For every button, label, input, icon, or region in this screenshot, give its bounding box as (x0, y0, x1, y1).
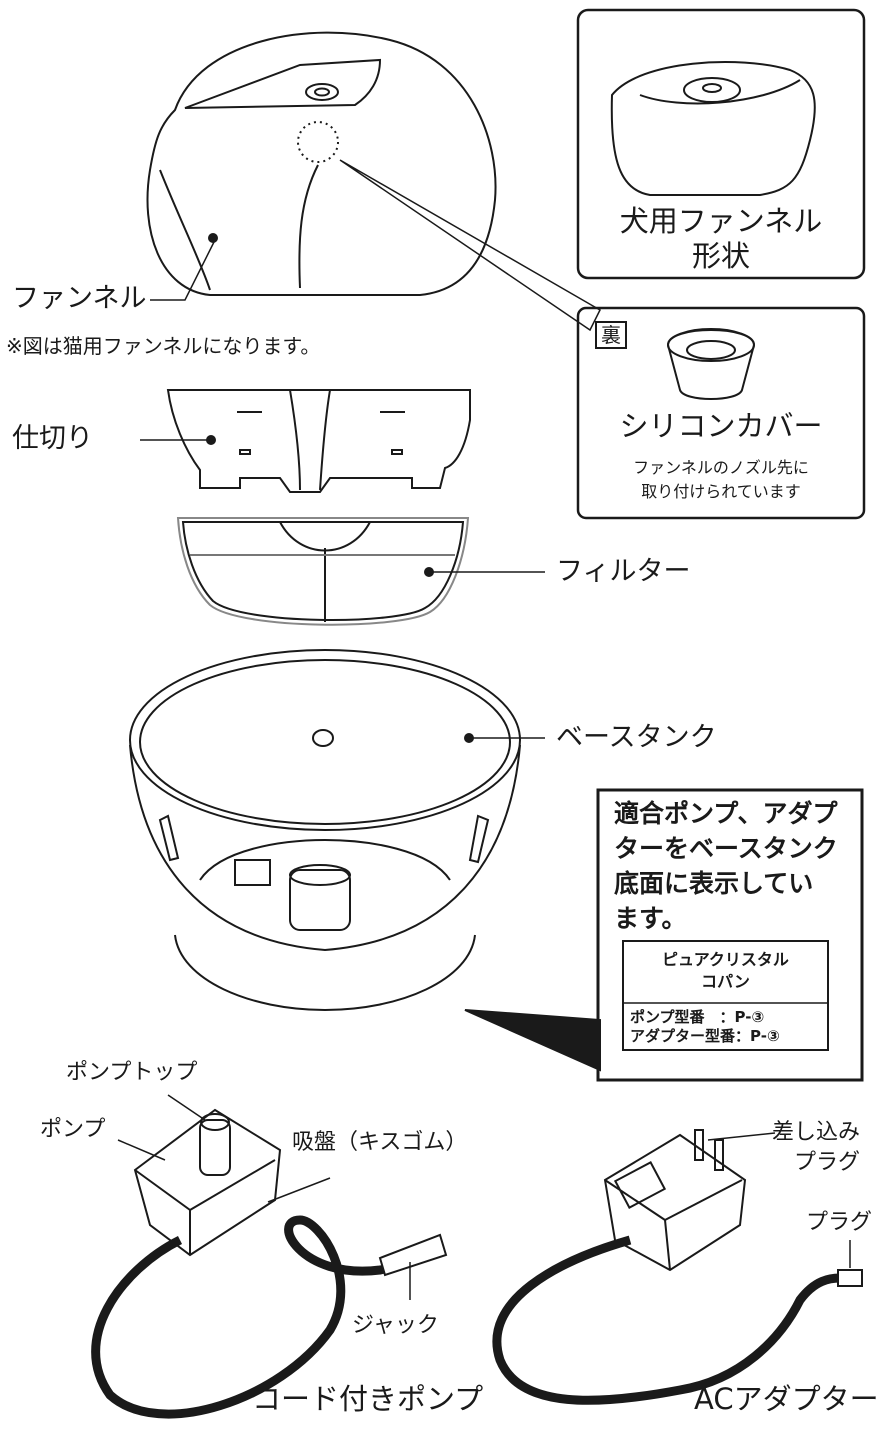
suction-cup-label: 吸盤（キスゴム） (292, 1130, 468, 1155)
silicone-back-badge: 裏 (601, 323, 621, 347)
plug-prongs-label-line1: 差し込み (772, 1120, 861, 1145)
silicone-note-line1: ファンネルのノズル先に (633, 458, 809, 477)
sticker-adapter-model: アダプター型番：P-③ (630, 1027, 780, 1045)
dog-funnel-title-line1: 犬用ファンネル (619, 204, 823, 238)
corded-pump-caption: コード付きポンプ (252, 1382, 484, 1416)
partition-label: 仕切り (12, 423, 93, 454)
sticker-title-line2: コパン (701, 972, 750, 991)
funnel-label: ファンネル (12, 283, 147, 314)
sticker-pump-model: ポンプ型番 ：P-③ (630, 1008, 765, 1026)
plug-prongs-label-line2: プラグ (794, 1150, 861, 1175)
filter-label: フィルター (556, 556, 691, 587)
adapter-drawing (603, 1129, 747, 1272)
base-tank-label: ベースタンク (556, 722, 717, 753)
pump-drawing (133, 1108, 282, 1257)
dog-funnel-title-line2: 形状 (691, 239, 750, 273)
silicone-note-line2: 取り付けられています (641, 482, 801, 501)
pump-label: ポンプ (40, 1117, 106, 1142)
info-line2: ターをベースタンク (614, 834, 838, 863)
silicone-cover-title: シリコンカバー (619, 409, 823, 443)
ac-adapter-caption: ACアダプター (694, 1382, 879, 1416)
info-line4: ます。 (614, 904, 687, 933)
info-line1: 適合ポンプ、アダプ (614, 799, 838, 828)
pump-top-label: ポンプトップ (66, 1060, 198, 1085)
plug-label: プラグ (806, 1210, 873, 1235)
sticker-title-line1: ピュアクリスタル (662, 950, 789, 969)
info-line3: 底面に表示してい (614, 869, 814, 898)
jack-label: ジャック (352, 1313, 439, 1338)
funnel-note: ※図は猫用ファンネルになります。 (6, 334, 321, 358)
funnel-drawing (146, 31, 497, 296)
